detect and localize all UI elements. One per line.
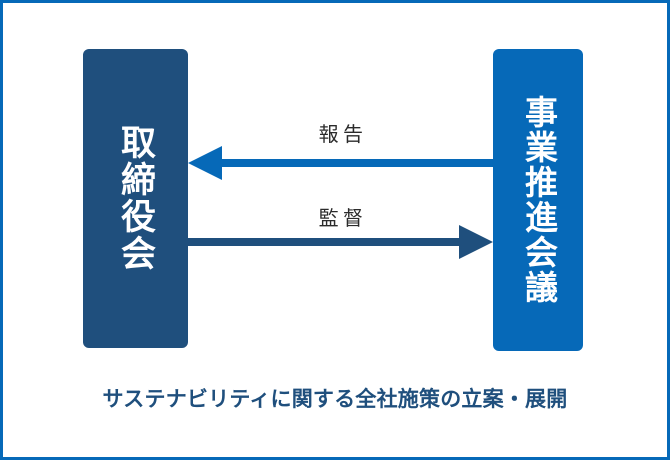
arrow-report xyxy=(188,146,493,180)
arrow-supervise xyxy=(188,225,493,259)
arrow-label-report: 報告 xyxy=(318,124,368,146)
node-label-board: 取締役会 xyxy=(116,124,156,273)
arrowhead-left-icon xyxy=(188,146,222,180)
node-label-council: 事業推進会議 xyxy=(520,95,558,305)
diagram-caption: サステナビリティに関する全社施策の立案・展開 xyxy=(102,388,568,411)
node-box-council: 事業推進会議 xyxy=(493,49,583,351)
arrow-shaft xyxy=(188,238,459,246)
arrow-shaft xyxy=(222,159,493,167)
arrow-label-supervise: 監督 xyxy=(318,208,368,230)
node-box-board: 取締役会 xyxy=(83,49,188,348)
arrowhead-right-icon xyxy=(459,225,493,259)
